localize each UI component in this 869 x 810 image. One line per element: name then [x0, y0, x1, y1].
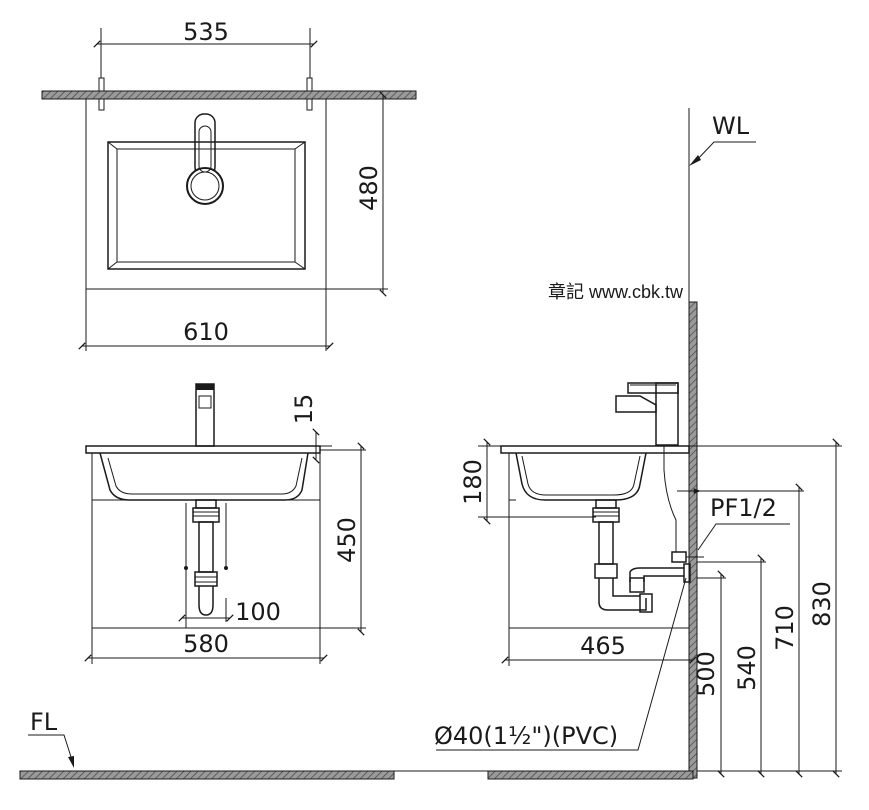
side-view-countertop [500, 445, 690, 454]
side-view-faucet [615, 382, 679, 446]
wall-line-label: WL [712, 112, 750, 140]
top-view-basin-outer [107, 141, 306, 270]
floor-line-label: FL [30, 708, 58, 736]
drain-pipe-label: Ø40(1½")(PVC) [434, 722, 618, 750]
dim-top-depth: 480 [326, 91, 388, 297]
supply-thread-callout: PF1/2 [677, 488, 790, 551]
front-view-cabinet [91, 452, 321, 629]
drain-pipe-callout: Ø40(1½")(PVC) [434, 577, 687, 751]
side-view-basin [515, 452, 647, 501]
dim-side-depth-label: 465 [580, 632, 626, 660]
floor-line-callout: FL [28, 708, 74, 768]
dim-drain-height-label: 500 [692, 651, 720, 697]
dim-top-width-label: 610 [183, 318, 229, 346]
dim-counter-thickness-label: 15 [290, 394, 318, 425]
side-view-cabinet [508, 452, 690, 629]
front-view-basin [99, 452, 309, 501]
supply-thread-label: PF1/2 [710, 494, 777, 522]
front-view: 15 450 100 580 [84, 383, 366, 664]
dim-side-depth: 465 [501, 628, 697, 666]
dim-outlet-height-label: 540 [733, 645, 761, 691]
dim-front-width: 580 [84, 628, 328, 664]
dim-front-height-label: 450 [333, 517, 361, 563]
dim-outlet-height: 540 [697, 554, 766, 778]
watermark-text: 章記 www.cbk.tw [548, 282, 684, 302]
dim-top-width: 610 [78, 289, 334, 351]
dim-supply-height-label: 710 [771, 605, 799, 651]
floor-right [487, 770, 694, 780]
dim-counter-thickness: 15 [290, 394, 332, 464]
front-view-countertop [85, 445, 321, 454]
dim-supply-height: 710 [700, 483, 804, 778]
dim-counter-height-label: 830 [808, 581, 836, 627]
dim-basin-depth-label: 180 [459, 459, 487, 505]
floor: FL [19, 708, 842, 780]
dim-mounting-span: 535 [93, 18, 318, 78]
dim-basin-depth: 180 [459, 438, 596, 525]
dim-counter-height: 830 [689, 438, 842, 778]
top-view-wall [41, 90, 417, 100]
side-view-wall [688, 301, 698, 779]
dim-drain-height: 500 [692, 570, 726, 778]
dim-top-depth-label: 480 [355, 165, 383, 211]
top-view-cabinet [85, 98, 327, 290]
dim-front-height: 450 [320, 442, 366, 636]
dim-drain-offset-label: 100 [235, 598, 281, 626]
top-view: 535 480 610 [41, 18, 417, 351]
side-view: WL 章記 www.cbk.tw [434, 108, 842, 779]
top-view-basin-inner [116, 148, 296, 263]
dim-drain-offset: 100 [178, 598, 281, 626]
front-view-faucet [195, 383, 215, 447]
top-view-faucet [186, 113, 224, 205]
wall-line-callout: WL [689, 112, 756, 166]
dim-front-width-label: 580 [183, 630, 229, 658]
front-view-drain [192, 499, 220, 616]
dim-mounting-span-label: 535 [183, 18, 229, 46]
floor-left [19, 770, 395, 780]
side-view-drain [592, 499, 691, 613]
